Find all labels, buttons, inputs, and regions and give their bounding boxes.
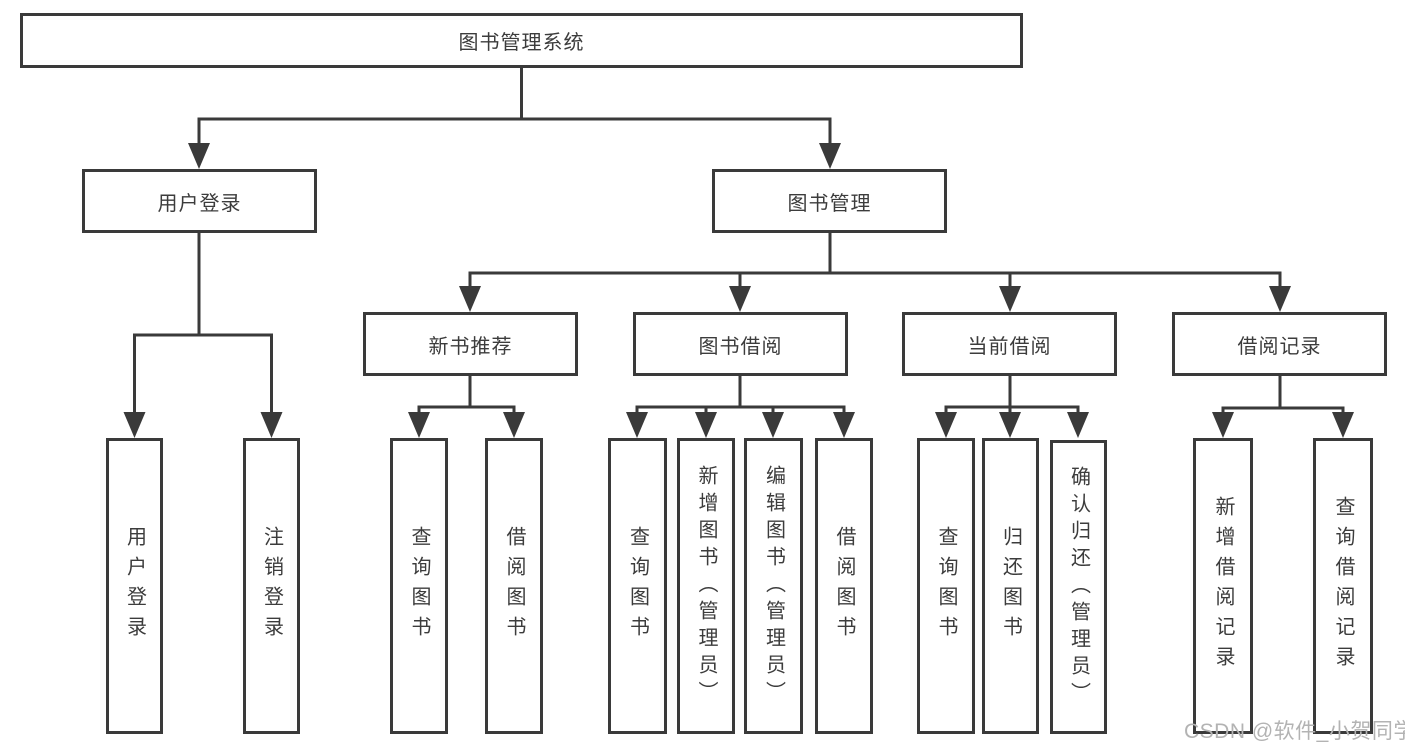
leaf-logout-label: 注销登录 xyxy=(260,526,283,646)
node-current-borrow: 当前借阅 xyxy=(902,312,1117,376)
leaf-borrow-books-2: 借阅图书 xyxy=(815,438,873,734)
arrowheads xyxy=(123,143,1354,438)
leaf-query-books-3-label: 查询图书 xyxy=(935,526,957,646)
node-book-management-label: 图书管理 xyxy=(787,192,872,215)
leaf-query-books-1: 查询图书 xyxy=(390,438,448,734)
leaf-add-borrow-record-label: 新增借阅记录 xyxy=(1212,496,1234,676)
node-user-login: 用户登录 xyxy=(82,169,317,233)
node-current-borrow-label: 当前借阅 xyxy=(967,335,1052,358)
leaf-query-books-2-label: 查询图书 xyxy=(626,526,649,646)
node-user-login-label: 用户登录 xyxy=(157,192,242,215)
leaf-query-borrow-record-label: 查询借阅记录 xyxy=(1332,496,1354,676)
leaf-query-books-1-label: 查询图书 xyxy=(408,526,430,646)
node-new-book-recommend-label: 新书推荐 xyxy=(428,335,513,358)
node-borrow-records: 借阅记录 xyxy=(1172,312,1387,376)
leaf-add-books-admin-label: 新增图书（管理员） xyxy=(695,464,717,708)
leaf-confirm-return-admin: 确认归还（管理员） xyxy=(1050,440,1107,734)
leaf-return-books: 归还图书 xyxy=(982,438,1039,734)
leaf-add-books-admin: 新增图书（管理员） xyxy=(677,438,735,734)
leaf-logout: 注销登录 xyxy=(243,438,300,734)
node-book-management: 图书管理 xyxy=(712,169,947,233)
node-root-label: 图书管理系统 xyxy=(458,32,585,54)
leaf-edit-books-admin: 编辑图书（管理员） xyxy=(744,438,803,734)
leaf-query-books-3: 查询图书 xyxy=(917,438,975,734)
leaf-user-login: 用户登录 xyxy=(106,438,163,734)
node-book-borrow: 图书借阅 xyxy=(633,312,848,376)
leaf-user-login-label: 用户登录 xyxy=(123,526,146,646)
node-book-borrow-label: 图书借阅 xyxy=(698,335,783,358)
leaf-query-borrow-record: 查询借阅记录 xyxy=(1313,438,1373,734)
leaf-add-borrow-record: 新增借阅记录 xyxy=(1193,438,1253,734)
leaf-confirm-return-admin-label: 确认归还（管理员） xyxy=(1067,465,1090,709)
watermark: CSDN @软件_小贺同学 xyxy=(1184,720,1405,743)
node-root: 图书管理系统 xyxy=(20,13,1023,68)
leaf-query-books-2: 查询图书 xyxy=(608,438,667,734)
node-new-book-recommend: 新书推荐 xyxy=(363,312,578,376)
leaf-return-books-label: 归还图书 xyxy=(999,526,1022,646)
node-borrow-records-label: 借阅记录 xyxy=(1237,335,1322,358)
leaf-borrow-books-2-label: 借阅图书 xyxy=(833,526,855,646)
leaf-borrow-books-1: 借阅图书 xyxy=(485,438,543,734)
leaf-borrow-books-1-label: 借阅图书 xyxy=(503,526,525,646)
leaf-edit-books-admin-label: 编辑图书（管理员） xyxy=(762,464,785,708)
